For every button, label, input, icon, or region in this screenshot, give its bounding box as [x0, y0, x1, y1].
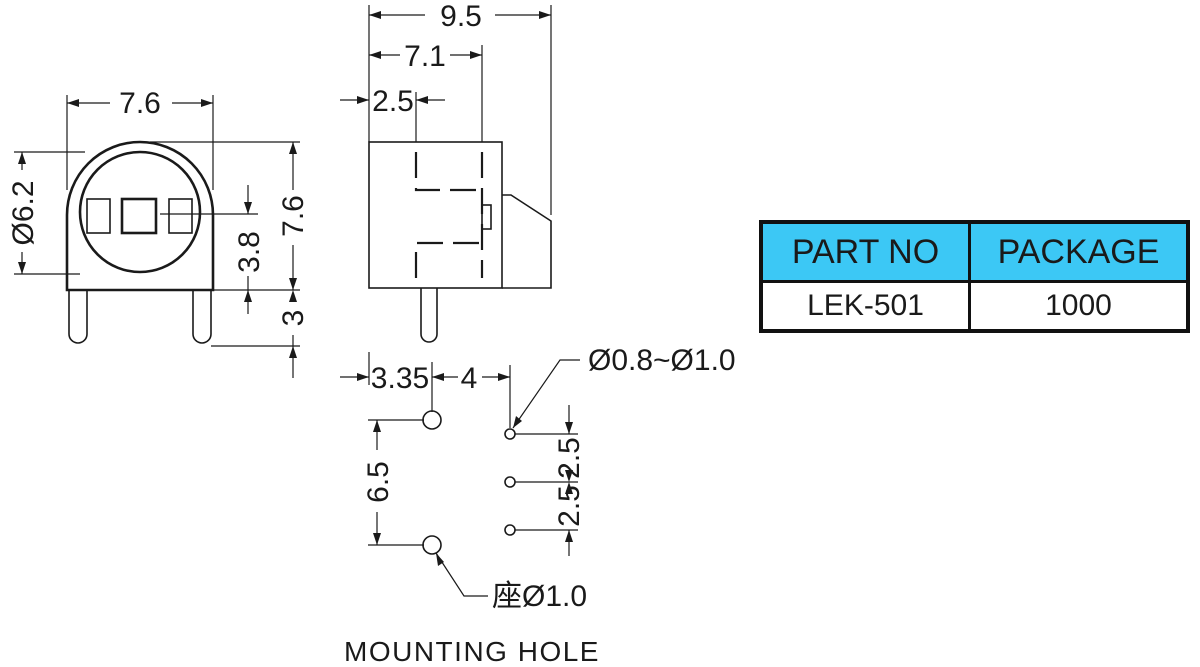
arrow [289, 290, 297, 302]
arrow [513, 416, 522, 428]
front-window-label: 3.8 [233, 231, 266, 273]
arrow [67, 99, 79, 107]
front-pin-right [192, 290, 212, 344]
pin-hole-1 [504, 428, 516, 440]
arrow [373, 533, 381, 545]
mount-pin-pitch-top: 2.5 [553, 437, 586, 479]
arrow [436, 553, 444, 566]
side-body-label: 7.1 [404, 40, 446, 73]
table-header-part-no: PART NO [759, 220, 971, 283]
mount-vertical-label: 6.5 [362, 461, 395, 503]
arrow [565, 422, 573, 434]
front-window-right [168, 198, 193, 234]
arrow [369, 11, 381, 19]
table-row: LEK-501 1000 [759, 280, 1190, 333]
front-lens-circle [78, 150, 202, 274]
mounting-hole-view: 3.35 4 Ø0.8~Ø1.0 6.5 [340, 344, 736, 667]
arrow [369, 51, 381, 59]
mount-hole-label: Ø0.8~Ø1.0 [588, 344, 736, 377]
arrow [357, 96, 369, 104]
front-width-label: 7.6 [119, 87, 161, 120]
table-header-package: PACKAGE [968, 220, 1190, 283]
table-header-row: PART NO PACKAGE [759, 220, 1190, 283]
arrow [201, 99, 213, 107]
arrow [357, 373, 369, 381]
mounting-hole-caption: MOUNTING HOLE [344, 636, 600, 667]
arrow [289, 278, 297, 290]
arrow [289, 346, 297, 358]
side-overall-label: 9.5 [440, 0, 482, 33]
mount-pitch2-label: 4 [461, 362, 478, 395]
front-pin-left [68, 290, 88, 344]
pin-hole-3 [504, 524, 516, 536]
arrow [565, 482, 573, 494]
hole-leader [512, 359, 580, 429]
side-view: 9.5 7.1 2.5 [340, 0, 552, 343]
arrow [470, 51, 482, 59]
front-view: 7.6 Ø6.2 7.6 3.8 3 [7, 87, 310, 378]
arrow [498, 373, 510, 381]
seat-leader [435, 552, 488, 597]
front-body-outline [65, 140, 215, 292]
front-diameter-label: Ø6.2 [7, 180, 40, 245]
arrow [18, 262, 26, 274]
side-hidden-upper [414, 152, 482, 192]
front-window-center [120, 197, 158, 235]
part-table: PART NO PACKAGE LEK-501 1000 [759, 220, 1190, 333]
arrow [539, 11, 551, 19]
arrow [244, 202, 252, 214]
arrow [18, 152, 26, 164]
arrow [244, 290, 252, 302]
side-body [368, 141, 503, 289]
front-window-left [86, 198, 111, 234]
mount-pin-pitch-bottom: 2.5 [553, 485, 586, 527]
pin-hole-2 [504, 476, 516, 488]
side-offset-label: 2.5 [372, 85, 414, 118]
arrow [565, 470, 573, 482]
mount-seat-label: 座Ø1.0 [492, 580, 587, 613]
mount-hole-top [422, 410, 442, 430]
side-pin [420, 288, 438, 343]
side-cap [502, 194, 552, 289]
table-cell-package: 1000 [968, 280, 1190, 333]
side-hidden-lower [414, 241, 482, 278]
side-hidden-tab [481, 204, 492, 230]
mount-pitch1-label: 3.35 [371, 362, 429, 395]
arrow [565, 530, 573, 542]
arrow [373, 420, 381, 432]
table-cell-part-no: LEK-501 [759, 280, 971, 333]
arrow [416, 96, 428, 104]
front-pin-label: 3 [277, 310, 310, 327]
mount-hole-bottom [422, 535, 442, 555]
arrow [289, 142, 297, 154]
front-height-label: 7.6 [277, 195, 310, 237]
